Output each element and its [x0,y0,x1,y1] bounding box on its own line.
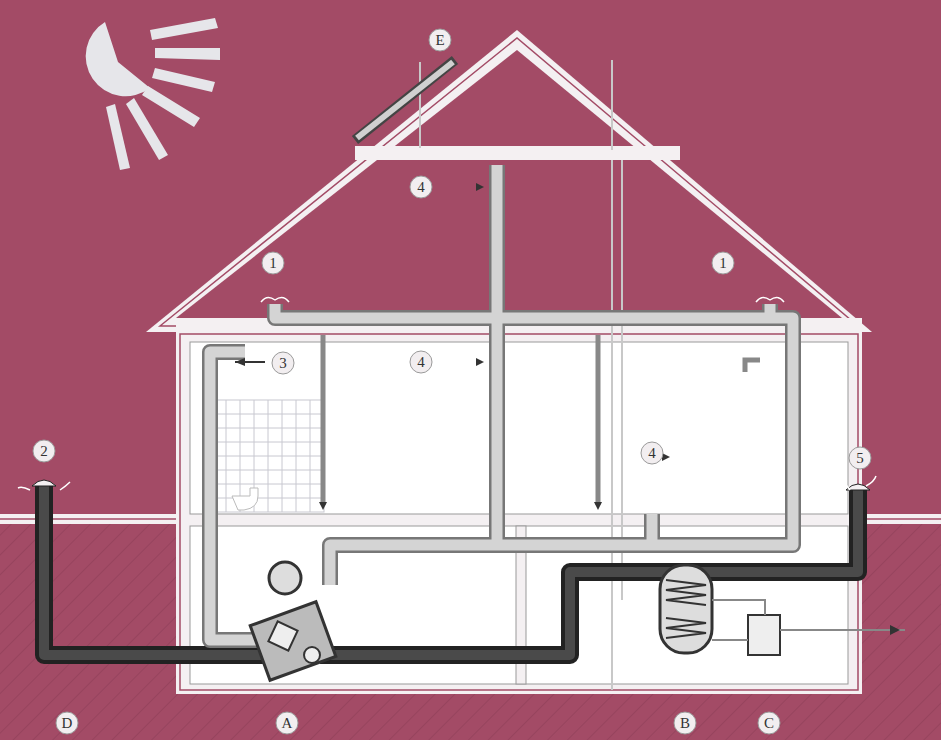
arrow-shaft [235,361,265,363]
dark-duct-core [44,484,858,655]
fan-symbol [269,562,301,594]
callout-circle: 1 [711,251,735,275]
circle-shape [641,442,663,464]
circle-shape [410,351,432,373]
callout-number: D [55,711,79,735]
callout-number: 4 [640,441,664,465]
arrow-head [319,502,602,510]
roof-space [176,50,842,318]
heat-exchanger [250,602,336,680]
exchanger-core [268,621,297,650]
callout-number: 4 [409,175,433,199]
sun-ray [126,98,168,160]
arrow-head [890,625,900,635]
solar-pipe [420,60,622,690]
light-duct-core [210,165,793,640]
callout-number: 2 [32,439,56,463]
callout-circle: 4 [409,175,433,199]
circle-shape [262,252,284,274]
sun-ray [152,68,215,92]
tank-body [660,565,712,653]
flow-arrows [18,297,876,490]
tile-grid [212,400,324,512]
circle-shape [56,712,78,734]
callout-circle: B [673,711,697,735]
circle-shape [674,712,696,734]
ground-floor-room [190,342,848,514]
circle-shape [429,29,451,51]
fan-symbol [304,647,320,663]
callout-circle: A [275,711,299,735]
circle-shape [758,712,780,734]
sun-ray [150,18,218,40]
boiler-box [748,615,780,655]
callout-circle: 4 [640,441,664,465]
light-duct [210,165,793,640]
callout-circle: E [428,28,452,52]
callout-number: 5 [848,446,872,470]
sun-ray [155,48,220,60]
arrow-heads [235,183,670,510]
roof-outline [146,30,872,332]
ground-hatch [0,524,941,740]
outlet-arrow [261,297,784,302]
callout-number: B [673,711,697,735]
callout-circle: 4 [409,350,433,374]
dark-duct [44,484,858,655]
callout-number: 3 [271,351,295,375]
callout-number: 4 [409,350,433,374]
callout-circle: 2 [32,439,56,463]
attic-beam [355,146,680,160]
circle-shape [276,712,298,734]
outdoor-air-duct [44,484,858,655]
callout-number: A [275,711,299,735]
sun-ray [106,104,130,170]
callout-number: 1 [711,251,735,275]
callout-number: E [428,28,452,52]
water-tank [660,565,905,655]
sun-ray [142,86,200,127]
drop-duct [323,335,760,505]
solar-panel-face [357,62,453,138]
solar-panel [355,60,455,140]
toilet-symbol [232,488,258,510]
callout-circle: 3 [271,351,295,375]
callout-circle: 5 [848,446,872,470]
outdoor-arrow [18,476,876,490]
tank-coil [666,580,706,638]
circle-shape [410,176,432,198]
sun-disc [86,22,150,96]
circle-shape [33,440,55,462]
sun-symbol [86,18,220,170]
duct-cap [32,480,56,486]
callout-number: C [757,711,781,735]
circle-shape [849,447,871,469]
callout-circle: C [757,711,781,735]
callout-circle: 1 [261,251,285,275]
water-pipe [712,600,905,640]
wall-tiles [212,400,324,512]
circle-shape [272,352,294,374]
ventilation-unit [250,562,336,680]
indoor-air-duct [210,165,793,640]
roof-line [160,38,858,326]
tile-area [212,400,324,512]
house-wall [176,318,862,694]
circle-shape [712,252,734,274]
arrow-head [476,183,670,461]
wall-line [180,334,858,690]
callout-circle: D [55,711,79,735]
callout-number: 1 [261,251,285,275]
